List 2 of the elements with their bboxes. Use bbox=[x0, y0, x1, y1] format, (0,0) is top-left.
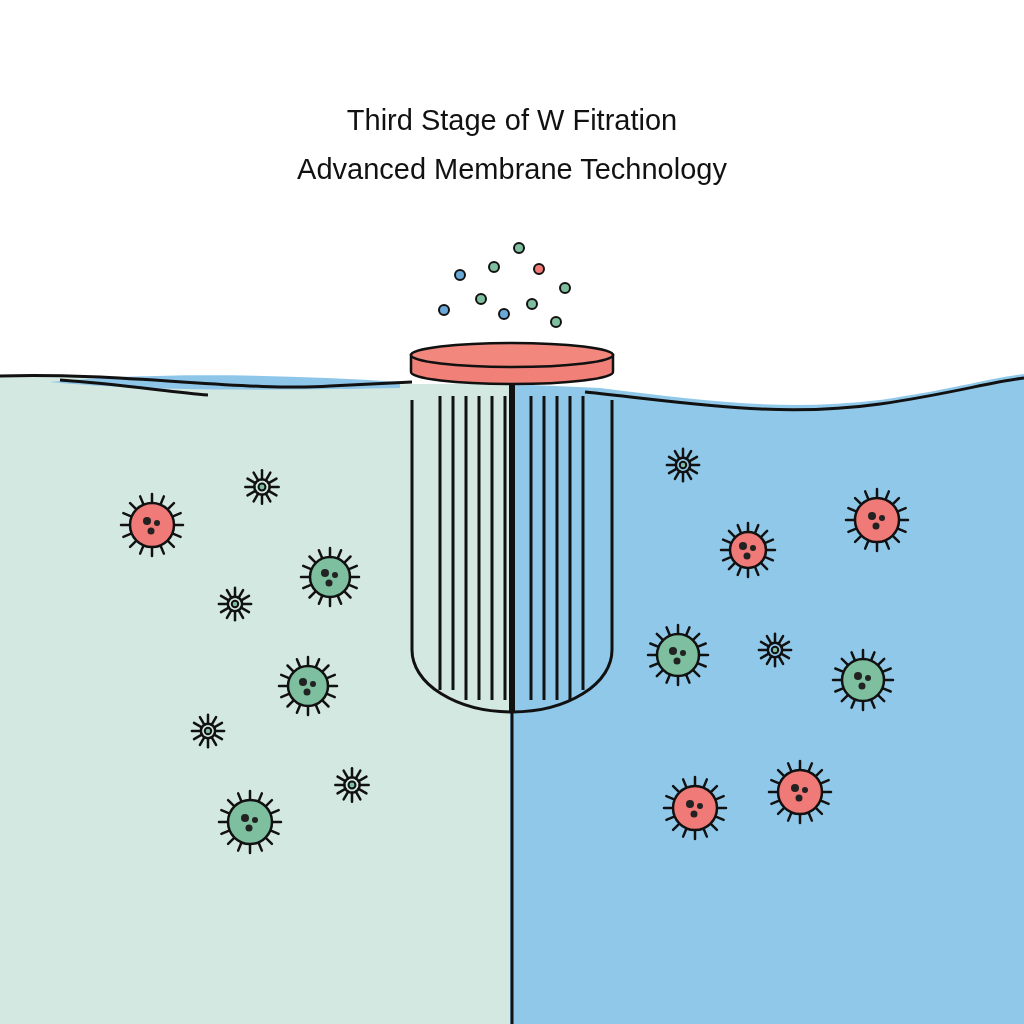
subtitle: Advanced Membrane Technology bbox=[296, 153, 728, 186]
title: Third Stage of W Fitration bbox=[345, 104, 679, 137]
